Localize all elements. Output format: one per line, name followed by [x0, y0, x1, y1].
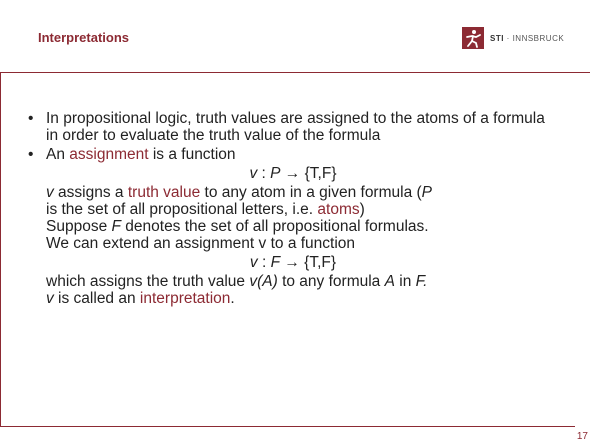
var: P [421, 184, 433, 201]
formula-sep: : [257, 165, 271, 182]
slide-content: • In propositional logic, truth values a… [28, 110, 558, 307]
text: is called an [53, 290, 140, 307]
var: F. [415, 273, 428, 290]
slide-title: Interpretations [38, 30, 130, 45]
footer-rule [0, 426, 575, 427]
formula-domain: P [270, 165, 281, 182]
formula-rest: → {T,F} [280, 165, 337, 182]
text: is a function [148, 146, 236, 163]
runner-icon [466, 30, 481, 48]
page-number: 17 [576, 431, 588, 442]
term-atoms: atoms [317, 201, 360, 218]
var: v [46, 290, 54, 307]
text-line: v is called an interpretation. [28, 290, 558, 307]
text: . [230, 290, 235, 307]
text: in [394, 273, 416, 290]
formula-var: v [249, 165, 258, 182]
bullet-text: In propositional logic, truth values are… [46, 110, 545, 144]
text-line: Suppose F denotes the set of all proposi… [28, 218, 558, 235]
bullet-dot: • [28, 146, 34, 163]
bullet-item: • In propositional logic, truth values a… [28, 110, 558, 144]
text: denotes the set of all propositional for… [120, 218, 429, 235]
term-truth-value: truth value [127, 184, 201, 201]
formula-sep: : [257, 254, 271, 271]
formula-line: v : F → {T,F} [28, 254, 558, 271]
sti-logo-icon [462, 27, 484, 49]
var: v(A) [249, 273, 278, 290]
slide-header: Interpretations STI · INNSBRUCK [0, 0, 590, 73]
text-line: which assigns the truth value v(A) to an… [28, 273, 558, 290]
logo-text-bold: STI [490, 33, 504, 43]
text: which assigns the truth value [46, 273, 250, 290]
text: assigns a [53, 184, 128, 201]
formula-line: v : P → {T,F} [28, 165, 558, 182]
sti-logo: STI · INNSBRUCK [462, 27, 564, 49]
var: v [46, 184, 54, 201]
term-assignment: assignment [69, 146, 149, 163]
text: Suppose [46, 218, 112, 235]
text: to any atom in a given formula ( [200, 184, 422, 201]
text: to any formula [277, 273, 385, 290]
formula-rest: → {T,F} [280, 254, 337, 271]
text-line: We can extend an assignment v to a funct… [46, 235, 356, 252]
var: A [384, 273, 395, 290]
formula-var: v [249, 254, 258, 271]
text: An [46, 146, 70, 163]
text: is the set of all propositional letters,… [46, 201, 318, 218]
text-line: v assigns a truth value to any atom in a… [28, 184, 558, 201]
logo-text-rest: · INNSBRUCK [503, 33, 565, 43]
text: ) [359, 201, 365, 218]
logo-text: STI · INNSBRUCK [490, 34, 564, 43]
var: F [111, 218, 121, 235]
left-rule [0, 72, 1, 426]
bullet-dot: • [28, 110, 34, 127]
bullet-item: • An assignment is a function [28, 146, 558, 163]
text-line: is the set of all propositional letters,… [28, 201, 558, 218]
term-interpretation: interpretation [139, 290, 231, 307]
formula-domain: F [270, 254, 281, 271]
